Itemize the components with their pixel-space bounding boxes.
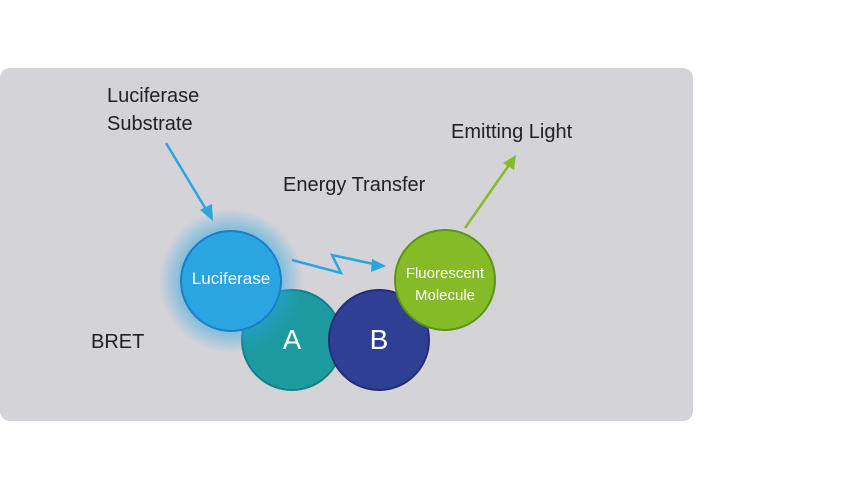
fluorescent-label-line2: Molecule: [414, 287, 476, 304]
luciferase-label: Luciferase: [191, 269, 271, 288]
fluorescent-molecule-circle: [394, 229, 496, 331]
protein-b-circle: [328, 289, 430, 391]
substrate-label-line2: Substrate: [107, 113, 193, 135]
energy-transfer-label: Energy Transfer: [283, 174, 426, 196]
fluorescent-label-line1: Fluorescent: [405, 265, 485, 282]
emitting-light-arrow: [463, 155, 516, 229]
protein-a-label: A: [282, 324, 302, 355]
substrate-label-line1: Luciferase: [107, 85, 200, 107]
emitting-light-label: Emitting Light: [451, 121, 573, 143]
luciferase-circle: [180, 230, 282, 332]
substrate-arrow: [164, 142, 213, 221]
protein-b-label: B: [369, 324, 389, 355]
energy-transfer-arrow: [291, 253, 386, 275]
bret-label: BRET: [91, 331, 145, 353]
